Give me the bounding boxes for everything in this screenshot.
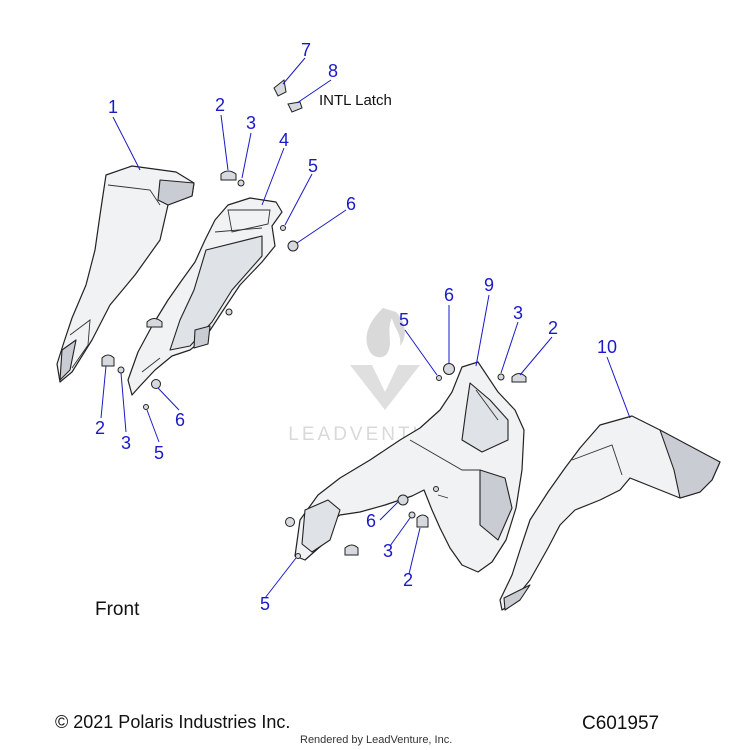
callout-5-top: 5: [307, 156, 319, 176]
callout-5-bottom: 5: [259, 594, 271, 614]
screw-5-lower: [295, 553, 301, 559]
callout-4: 4: [278, 130, 290, 150]
latch-2-top-left: [220, 170, 237, 181]
callout-6-bottom: 6: [365, 511, 377, 531]
clip-mid: [225, 308, 233, 316]
leader-lines: [100, 57, 631, 599]
callout-6-left: 6: [174, 410, 186, 430]
latch-2-bottom-left: [101, 354, 115, 367]
callout-8: 8: [327, 61, 339, 81]
grommet-3-top-left: [237, 179, 245, 187]
rendered-by-text: Rendered by LeadVenture, Inc.: [300, 734, 453, 746]
screw-5-bottom-left: [143, 404, 149, 410]
callout-2-right: 2: [547, 318, 559, 338]
callout-3-left: 3: [120, 433, 132, 453]
hardware-group-left: [101, 79, 303, 410]
callout-9: 9: [483, 275, 495, 295]
callout-2-left: 2: [94, 418, 106, 438]
callout-3-top: 3: [245, 113, 257, 133]
callout-5-left: 5: [153, 443, 165, 463]
diagram-code: C601957: [582, 713, 660, 734]
nut-6-top: [287, 240, 299, 252]
intl-latch-label: INTL Latch: [319, 92, 392, 109]
front-label: Front: [95, 599, 140, 620]
nut-6-bottom-left: [151, 379, 161, 389]
screw-5-top: [280, 225, 286, 231]
part-9-front-panel: [294, 361, 525, 573]
flame-v-logo-icon: [350, 308, 420, 410]
callout-7: 7: [300, 40, 312, 60]
latch-2-right-bottom: [416, 514, 429, 528]
latch-part-8: [287, 101, 303, 113]
callout-2-top: 2: [214, 95, 226, 115]
part-1-side-panel: [56, 165, 195, 383]
callout-5-right: 5: [398, 310, 410, 330]
grommet-3-right-bottom: [408, 511, 416, 519]
latch-lower-mid: [344, 544, 359, 556]
callout-2-bottom: 2: [402, 570, 414, 590]
nut-6-right-top: [443, 363, 455, 375]
callout-10: 10: [596, 337, 618, 357]
part-4-inner-panel: [127, 197, 283, 396]
nut-lower-left: [285, 517, 295, 527]
grommet-3-bottom-left: [117, 366, 125, 374]
latch-mid-left: [146, 318, 163, 328]
latch-2-right-top: [511, 373, 527, 383]
clip-part-9: [433, 486, 439, 492]
callout-6-top: 6: [345, 194, 357, 214]
copyright-text: © 2021 Polaris Industries Inc.: [55, 712, 291, 732]
callout-3-right: 3: [512, 303, 524, 323]
part-10-side-panel: [499, 415, 721, 611]
callout-3-bottom: 3: [382, 541, 394, 561]
callout-6-right: 6: [443, 285, 455, 305]
screw-5-right-top: [436, 375, 442, 381]
callout-1: 1: [107, 97, 119, 117]
grommet-3-right-top: [497, 373, 505, 381]
hardware-group-right: [285, 363, 527, 559]
nut-6-right-bottom: [397, 494, 409, 506]
